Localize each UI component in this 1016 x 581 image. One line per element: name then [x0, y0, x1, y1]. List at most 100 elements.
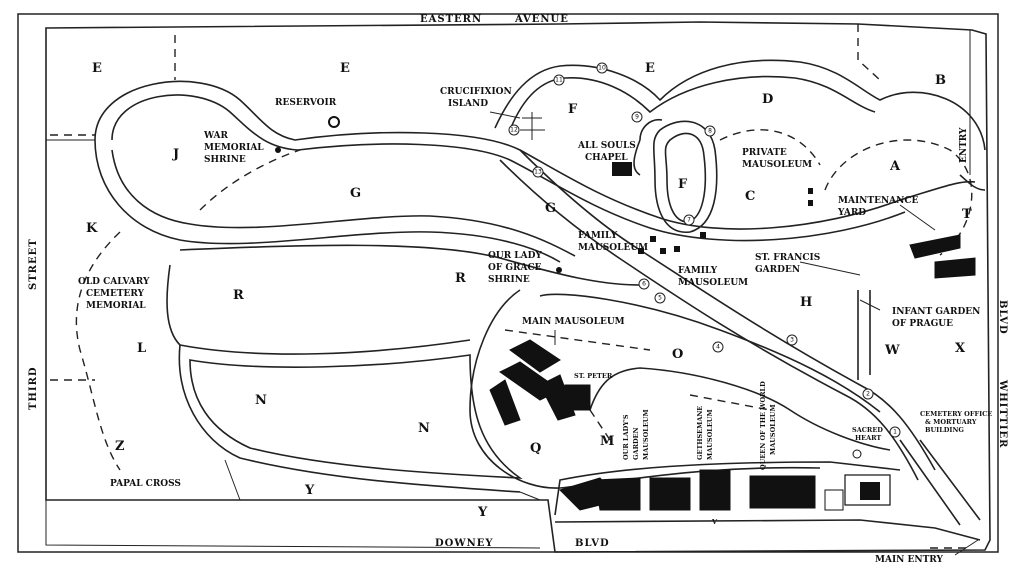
- label-of-grace: OF GRACE: [488, 263, 542, 273]
- label-chapel: CHAPEL: [585, 153, 628, 163]
- label-private-mausoleum: MAUSOLEUM: [742, 160, 812, 170]
- section-l: L: [137, 341, 146, 356]
- section-g-2: G: [545, 201, 556, 216]
- svg-text:4: 4: [716, 344, 720, 351]
- section-n-2: N: [418, 421, 430, 436]
- sacred-heart-symbol: [852, 449, 862, 459]
- map-frame: [17, 13, 999, 553]
- label-our-lady: OUR LADY: [488, 251, 542, 261]
- label-cemetery: CEMETERY: [86, 289, 145, 299]
- street-avenue: AVENUE: [514, 14, 569, 25]
- section-h: H: [800, 295, 812, 310]
- label-family-mausoleum-2: MAUSOLEUM: [678, 278, 748, 288]
- south-mausoleum-buildings: [559, 469, 816, 511]
- section-v: V: [711, 518, 718, 526]
- label-entry: ENTRY: [959, 127, 969, 163]
- street-downey: DOWNEY: [435, 538, 494, 549]
- road-north-loop-inner: [111, 94, 906, 242]
- street-eastern: EASTERN: [420, 14, 482, 25]
- section-f-1: F: [568, 102, 578, 117]
- marker-3: 3: [786, 334, 798, 346]
- section-g-1: G: [350, 186, 361, 201]
- road-f-oval: [652, 120, 718, 233]
- label-grace-shrine: SHRINE: [488, 275, 530, 285]
- section-f-2: F: [678, 177, 688, 192]
- svg-text:13: 13: [534, 169, 542, 176]
- street-third: THIRD: [28, 366, 39, 410]
- road-m-loop: [589, 367, 891, 451]
- section-o: O: [672, 347, 683, 362]
- label-building: BUILDING: [925, 426, 964, 434]
- section-q: Q: [530, 441, 541, 456]
- svg-text:7: 7: [687, 217, 691, 224]
- svg-text:1: 1: [893, 429, 897, 436]
- road-south-drive: [554, 461, 901, 516]
- label-family-1: FAMILY: [578, 231, 618, 241]
- label-main-mausoleum: MAIN MAUSOLEUM: [522, 317, 625, 327]
- label-yard: YARD: [837, 208, 866, 218]
- road-f-loop: [494, 59, 986, 151]
- label-reservoir: RESERVOIR: [275, 98, 337, 108]
- chapel-building: [612, 162, 632, 176]
- label-sacred: SACRED: [852, 426, 883, 434]
- label-cemetery-office: CEMETERY OFFICE: [920, 410, 992, 418]
- label-mortuary: & MORTUARY: [925, 418, 977, 426]
- office-building: [824, 474, 891, 511]
- label-main-entry: MAIN ENTRY: [875, 555, 944, 565]
- road-r-loop-south: [166, 264, 471, 355]
- reservoir-symbol: [328, 116, 340, 128]
- section-z: Z: [115, 439, 125, 454]
- label-garden-2: GARDEN: [632, 427, 640, 460]
- marker-11: 11: [553, 74, 565, 86]
- svg-text:6: 6: [642, 281, 646, 288]
- section-e-2: E: [340, 61, 350, 76]
- section-w: W: [884, 343, 900, 358]
- section-n-1: N: [255, 393, 267, 408]
- label-gethsemane: GETHSEMANE: [696, 406, 704, 460]
- svg-text:8: 8: [708, 128, 712, 135]
- section-c: C: [745, 189, 755, 204]
- label-garden: GARDEN: [755, 265, 800, 275]
- marker-4: 4: [712, 341, 724, 353]
- label-garden-mausoleum: MAUSOLEUM: [642, 409, 650, 460]
- marker-12: 12: [508, 124, 520, 136]
- label-crucifixion: CRUCIFIXION: [440, 87, 512, 97]
- section-j: J: [172, 147, 179, 162]
- label-family-2: FAMILY: [678, 266, 718, 276]
- crucifixion-cross-icon: [520, 112, 545, 140]
- leader-st-francis: [799, 261, 861, 276]
- label-infant-garden: INFANT GARDEN: [892, 307, 980, 317]
- small-mausoleums: [638, 188, 813, 254]
- road-north-loop: [94, 80, 976, 230]
- section-r-2: R: [455, 271, 466, 286]
- label-our-ladys: OUR LADY'S: [622, 414, 630, 460]
- section-k: K: [86, 221, 98, 236]
- label-shrine: SHRINE: [204, 155, 246, 165]
- road-j-west: [94, 139, 561, 263]
- marker-13: 13: [532, 166, 544, 178]
- road-g-south: [111, 149, 576, 257]
- road-o-inner: [539, 293, 881, 413]
- section-y-1: Y: [304, 483, 315, 498]
- leader-maintenance: [899, 204, 936, 231]
- label-papal-cross: PAPAL CROSS: [110, 479, 181, 489]
- marker-5: 5: [654, 292, 666, 304]
- label-family-mausoleum-1: MAUSOLEUM: [578, 243, 648, 253]
- road-r-loop: [179, 244, 641, 286]
- section-x: X: [955, 341, 966, 356]
- street-whittier-blvd: BLVD: [997, 300, 1008, 335]
- label-memorial: MEMORIAL: [204, 143, 264, 153]
- dash-o-m: [589, 409, 611, 441]
- maintenance-yard-buildings: [909, 234, 976, 279]
- dash-a: [824, 139, 973, 256]
- road-n-loop-inner: [189, 354, 523, 479]
- svg-text:12: 12: [510, 127, 518, 134]
- road-chapel-drive: [633, 118, 663, 176]
- label-all-souls: ALL SOULS: [577, 141, 636, 151]
- street-street: STREET: [28, 238, 39, 290]
- leader-crucifixion: [489, 111, 521, 119]
- road-downey-drive: [554, 519, 981, 541]
- road-main-entry: [899, 439, 981, 526]
- label-st-francis: ST. FRANCIS: [755, 253, 820, 263]
- section-r-1: R: [233, 288, 244, 303]
